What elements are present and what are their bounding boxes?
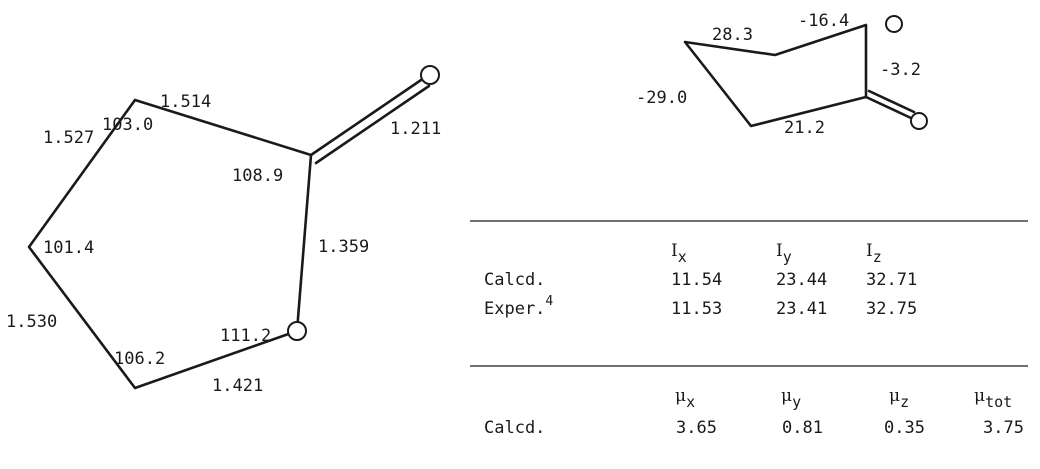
header-iy: Iy bbox=[776, 241, 792, 266]
exper-iz: 32.75 bbox=[866, 299, 918, 319]
lactone-ring-diagram: 1.514 1.527 1.530 1.421 1.359 1.211 103.… bbox=[6, 65, 441, 396]
exper-ix: 11.53 bbox=[671, 299, 723, 319]
twist-carbonyl-oxygen-atom bbox=[910, 112, 928, 130]
dihedral-right: -3.2 bbox=[880, 60, 921, 80]
calcd-mutot: 3.75 bbox=[983, 418, 1024, 438]
dihedral-top: 28.3 bbox=[712, 25, 753, 45]
twist-ring-oxygen-atom bbox=[885, 15, 903, 33]
header-muy: μy bbox=[781, 386, 802, 411]
calcd-muz: 0.35 bbox=[884, 418, 925, 438]
bond-length-c3-c2: 1.530 bbox=[6, 312, 57, 332]
ring-oxygen-atom bbox=[287, 321, 307, 341]
bond-length-c5-c4: 1.514 bbox=[160, 92, 211, 112]
header-ix: Ix bbox=[671, 241, 687, 266]
bond-angle-c5: 108.9 bbox=[232, 166, 283, 186]
bond-length-c2-o1: 1.421 bbox=[212, 376, 263, 396]
ring-bonds bbox=[27, 98, 313, 390]
bond-length-c5-o6: 1.211 bbox=[390, 119, 441, 139]
twist-ring-diagram: 28.3 -16.4 -3.2 -29.0 21.2 bbox=[636, 11, 928, 138]
twist-carbonyl-bond-b bbox=[867, 89, 916, 114]
header-mutot: μtot bbox=[974, 386, 1013, 411]
header-mux: μx bbox=[675, 386, 696, 411]
bond-angle-c3: 101.4 bbox=[43, 238, 94, 258]
calcd-iz: 32.71 bbox=[866, 270, 918, 290]
twist-ring-bonds bbox=[683, 23, 868, 128]
bond-length-o1-c5: 1.359 bbox=[318, 237, 369, 257]
dihedral-bottom: 21.2 bbox=[784, 118, 825, 138]
dihedral-top-right: -16.4 bbox=[798, 11, 849, 31]
row-label-dipole-calcd: Calcd. bbox=[484, 418, 546, 438]
calcd-mux: 3.65 bbox=[676, 418, 717, 438]
calcd-ix: 11.54 bbox=[671, 270, 723, 290]
row-label-calcd: Calcd. bbox=[484, 270, 546, 290]
bond-length-c4-c3: 1.527 bbox=[43, 128, 94, 148]
reference-superscript: 4 bbox=[545, 294, 554, 309]
row-label-exper: Exper.4 bbox=[484, 294, 554, 319]
carbonyl-double-bond-b bbox=[314, 84, 431, 165]
calcd-iy: 23.44 bbox=[776, 270, 828, 290]
dihedral-left: -29.0 bbox=[636, 88, 687, 108]
header-iz: Iz bbox=[866, 241, 882, 266]
bond-angle-c4: 103.0 bbox=[102, 115, 153, 135]
calcd-muy: 0.81 bbox=[782, 418, 823, 438]
carbonyl-oxygen-atom bbox=[420, 65, 440, 85]
header-muz: μz bbox=[889, 386, 910, 411]
carbonyl-double-bond-a bbox=[309, 76, 426, 157]
bond-angle-o1: 111.2 bbox=[220, 326, 271, 346]
bond-angle-c2: 106.2 bbox=[114, 349, 165, 369]
twist-carbonyl-bond-a bbox=[864, 95, 913, 120]
exper-iy: 23.41 bbox=[776, 299, 828, 319]
